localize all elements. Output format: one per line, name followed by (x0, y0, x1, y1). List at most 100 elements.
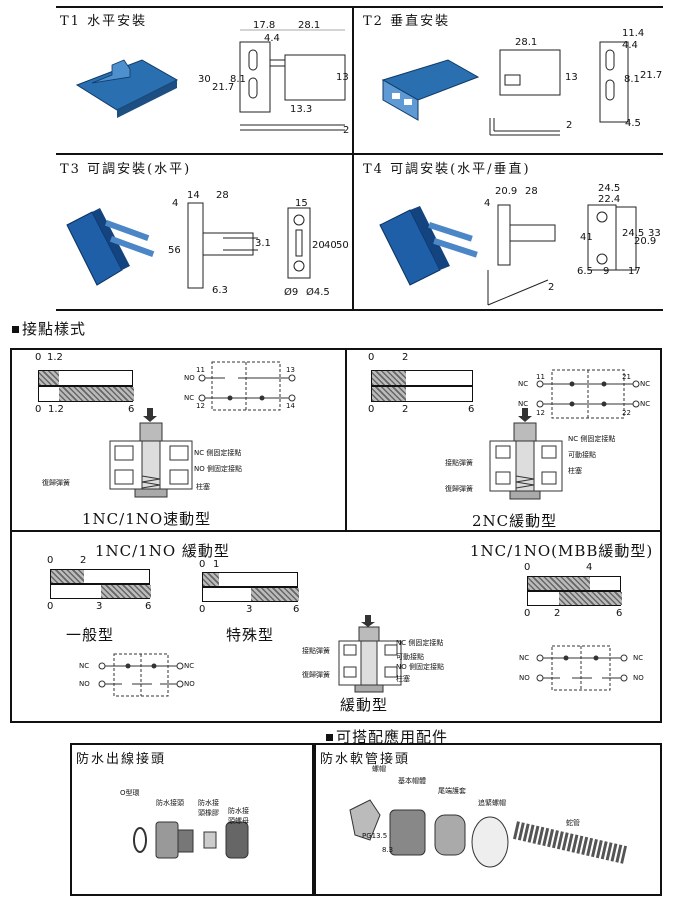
t1-dim-8-1: 8.1 (230, 74, 246, 85)
t4-dim-4: 4 (484, 198, 491, 209)
contacts-heading: 接點樣式 (12, 318, 86, 339)
t2-dim-11-4: 11.4 (622, 28, 645, 39)
t2-dim-2: 2 (566, 120, 573, 131)
twonc-return-spring-label: 復歸彈簧 (445, 485, 473, 493)
top-border (56, 6, 663, 8)
rapid-bar-top (38, 370, 133, 386)
t1-dim-21-7: 21.7 (212, 82, 235, 93)
t3-dim-50: 50 (336, 240, 349, 251)
rapid-terminal-diagram (198, 361, 296, 411)
twonc-tick-bottom-2: 6 (468, 404, 475, 415)
rapid-tick-bottom-0: 0 (35, 404, 42, 415)
t3-dim-28: 28 (216, 190, 229, 201)
t3-dim-15: 15 (295, 198, 308, 209)
t4-dim-9: 9 (603, 266, 610, 277)
t2-dim-28-1: 28.1 (515, 37, 538, 48)
mbb-bar-top (527, 576, 621, 591)
slow-special-tick-top-0: 0 (199, 559, 206, 570)
t1-dim-4-4: 4.4 (264, 33, 280, 44)
t3-dim-3-1: 3.1 (255, 238, 271, 249)
rapid-term-r2: 14 (286, 402, 295, 410)
slow-title: 1NC/1NO 緩動型 (95, 542, 230, 560)
t2-drawing (489, 41, 629, 136)
mbb-title: 1NC/1NO(MBB緩動型) (470, 542, 654, 560)
rapid-no-label: NO (184, 374, 195, 382)
t3-dim-20: 20 (312, 240, 325, 251)
mbb-nc-label-left: NC (519, 654, 530, 662)
t4-dim-6-5: 6.5 (577, 266, 593, 277)
slow-contact-spring-label: 接點彈簧 (302, 647, 330, 655)
twonc-terminal-diagram (536, 369, 640, 419)
t3-dim-d4-5: Ø4.5 (306, 287, 330, 298)
slow-special-bar-bottom (202, 587, 299, 602)
slow-normal-tick-bottom-0: 0 (47, 601, 54, 612)
slow-normal-tick-top-0: 0 (47, 555, 54, 566)
bottom-border (56, 309, 663, 311)
slow-normal-bar-top (50, 569, 150, 584)
contacts-divider-h (10, 530, 662, 532)
t3-bracket-photo (66, 208, 155, 286)
slow-no-label-right: NO (184, 680, 195, 688)
t3-dim-4: 4 (172, 198, 179, 209)
waterproof-panel (70, 743, 314, 896)
square-bullet-icon (326, 734, 333, 741)
rapid-nc-label: NC (184, 394, 195, 402)
rapid-tick-bottom-2: 6 (128, 404, 135, 415)
twonc-nc-label-left-2: NC (518, 400, 529, 408)
mid-divider-h (56, 153, 663, 155)
hose-nut-label: 螺帽 (372, 765, 386, 773)
rapid-term-l2: 12 (196, 402, 205, 410)
hose-title: 防水軟管接頭 (320, 752, 411, 767)
twonc-term-l2: 12 (536, 409, 545, 417)
rapid-bar-bottom (38, 386, 134, 402)
t2-dim-21-7: 21.7 (640, 70, 663, 81)
waterproof-title: 防水出線接頭 (76, 752, 167, 767)
twonc-tick-bottom-0: 0 (368, 404, 375, 415)
slow-movable-label: 可動接點 (396, 653, 424, 661)
mbb-bar-bottom (527, 591, 622, 606)
slow-terminal-diagram (98, 653, 184, 697)
slow-normal-title: 一般型 (66, 626, 115, 644)
t4-dim-2: 2 (548, 282, 555, 293)
t2-title: T2 垂直安裝 (363, 14, 451, 29)
slow-diagram-title: 緩動型 (340, 696, 389, 714)
twonc-title: 2NC緩動型 (472, 512, 558, 530)
mbb-nc-label-right: NC (633, 654, 644, 662)
rapid-mechanism-drawing (109, 408, 193, 498)
slow-normal-tick-bottom-2: 6 (145, 601, 152, 612)
t4-dim-41: 41 (580, 232, 593, 243)
twonc-nc-label-left-1: NC (518, 380, 529, 388)
hose-dim-pg: PG13.5 (362, 832, 388, 840)
slow-normal-tick-top-1: 2 (80, 555, 87, 566)
t4-dim-28: 28 (525, 186, 538, 197)
slow-nc-fixed-label: NC 側固定接點 (396, 639, 444, 647)
mbb-tick-bottom-1: 2 (554, 608, 561, 619)
contacts-heading-text: 接點樣式 (22, 320, 87, 338)
t1-dim-13: 13 (336, 72, 349, 83)
hose-parts-drawing (349, 799, 627, 868)
mbb-tick-bottom-0: 0 (524, 608, 531, 619)
slow-return-spring-label: 復歸彈簧 (302, 671, 330, 679)
t1-dim-17-8: 17.8 (253, 20, 276, 31)
t1-drawing (239, 29, 346, 131)
slow-normal-bar-bottom (50, 584, 151, 599)
twonc-nc-label-right-2: NC (640, 400, 651, 408)
t4-dim-24-5b: 24.5 (622, 228, 645, 239)
t1-dim-28-1: 28.1 (298, 20, 321, 31)
twonc-bar-top (371, 370, 473, 386)
t2-dim-4-4: 4.4 (622, 40, 638, 51)
hose-chase-label: 追緊螺帽 (478, 799, 506, 807)
waterproof-nut-label: 防水接頭螺母 (228, 807, 249, 825)
slow-special-title: 特殊型 (226, 626, 275, 644)
t2-dim-13: 13 (565, 72, 578, 83)
slow-mechanism-drawing (338, 615, 402, 693)
rapid-return-spring-label: 復歸彈簧 (42, 479, 70, 487)
waterproof-parts-drawing (133, 821, 249, 859)
twonc-term-l1: 11 (536, 373, 545, 381)
hose-base-label: 基本帽體 (398, 777, 426, 785)
rapid-tick-top-0: 0 (35, 352, 42, 363)
twonc-term-r1: 21 (622, 373, 631, 381)
square-bullet-icon (12, 326, 19, 333)
mbb-no-label-left: NO (519, 674, 530, 682)
twonc-term-r2: 22 (622, 409, 631, 417)
